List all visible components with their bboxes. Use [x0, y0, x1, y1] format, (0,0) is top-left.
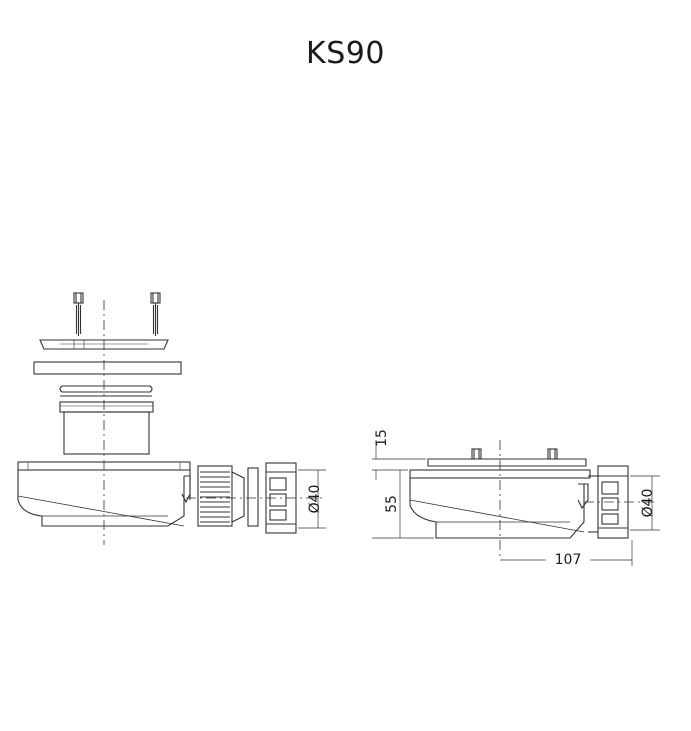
dim-diameter-left: Ø40 — [307, 485, 323, 514]
dim-flange-height: 15 — [374, 429, 390, 447]
flange-ring — [33, 361, 182, 375]
cover-plate — [39, 339, 169, 350]
assembled-screw-right — [547, 448, 558, 460]
assembled-screw-left — [471, 448, 482, 460]
trap-body — [17, 461, 191, 527]
gasket-rings — [59, 385, 153, 397]
tube-sleeve — [59, 401, 154, 455]
threaded-outlet — [197, 465, 233, 527]
dim-outlet-offset: 107 — [555, 552, 582, 568]
seal-cone — [231, 471, 245, 523]
drawing-title: KS90 — [306, 36, 385, 71]
dim-body-height: 55 — [384, 495, 400, 513]
assembled-view — [372, 440, 660, 566]
exploded-view — [17, 292, 326, 545]
screw-left — [73, 292, 84, 336]
screw-right — [150, 292, 161, 336]
washer — [247, 467, 259, 527]
dim-diameter-right: Ø40 — [640, 489, 656, 518]
